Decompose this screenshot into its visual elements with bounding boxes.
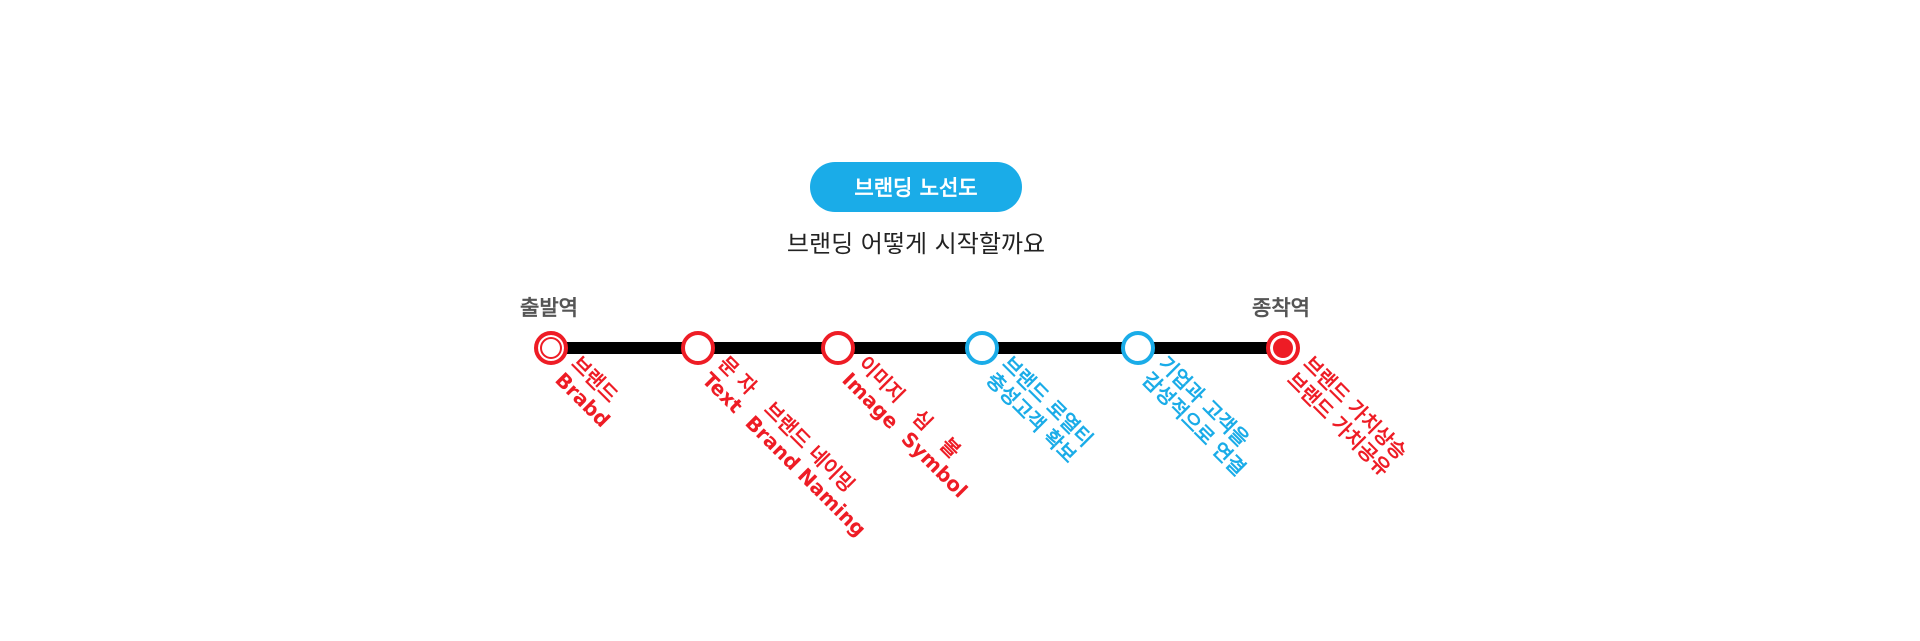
route-line <box>551 342 1283 354</box>
station-marker <box>1266 331 1300 365</box>
end-station-label: 종착역 <box>1252 296 1310 320</box>
station-marker <box>681 331 715 365</box>
start-station-label: 출발역 <box>520 296 578 320</box>
station-label-line2: Text Brand Naming <box>697 367 872 542</box>
station-marker <box>965 331 999 365</box>
station-marker <box>534 331 568 365</box>
station-marker <box>821 331 855 365</box>
title-badge: 브랜딩 노선도 <box>810 162 1022 212</box>
subtitle: 브랜딩 어떻게 시작할까요 <box>786 230 1046 258</box>
station-marker <box>1121 331 1155 365</box>
